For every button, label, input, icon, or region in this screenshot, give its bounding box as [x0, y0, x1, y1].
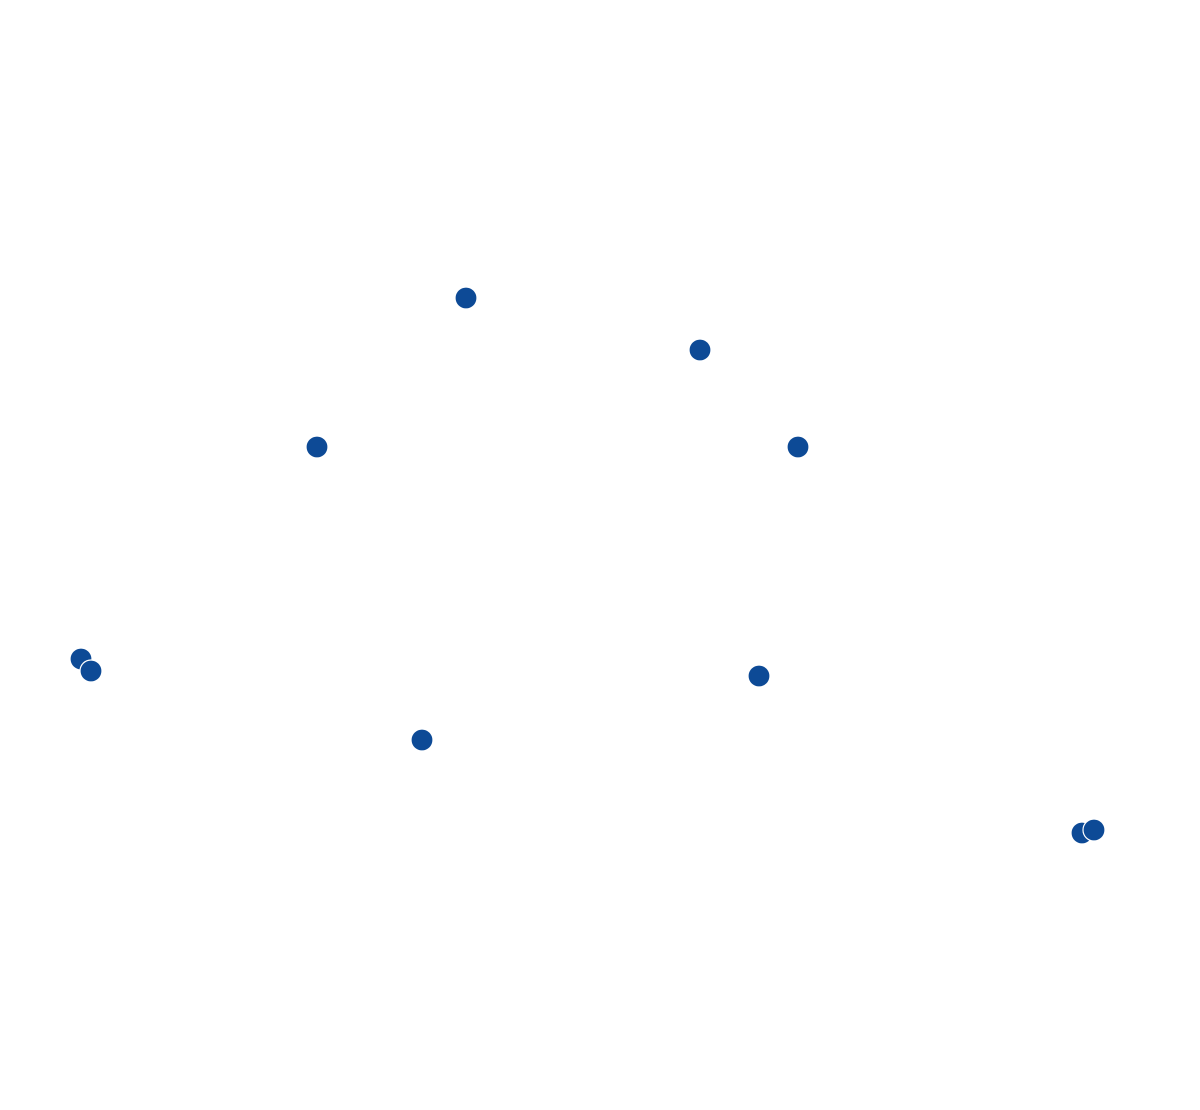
scatter-point	[305, 435, 329, 459]
scatter-point	[747, 664, 771, 688]
scatter-point	[688, 338, 712, 362]
scatter-point	[79, 659, 103, 683]
scatter-point	[786, 435, 810, 459]
scatter-point	[410, 728, 434, 752]
scatter-point	[454, 286, 478, 310]
points-layer	[69, 286, 1106, 845]
scatter-point	[1082, 818, 1106, 842]
